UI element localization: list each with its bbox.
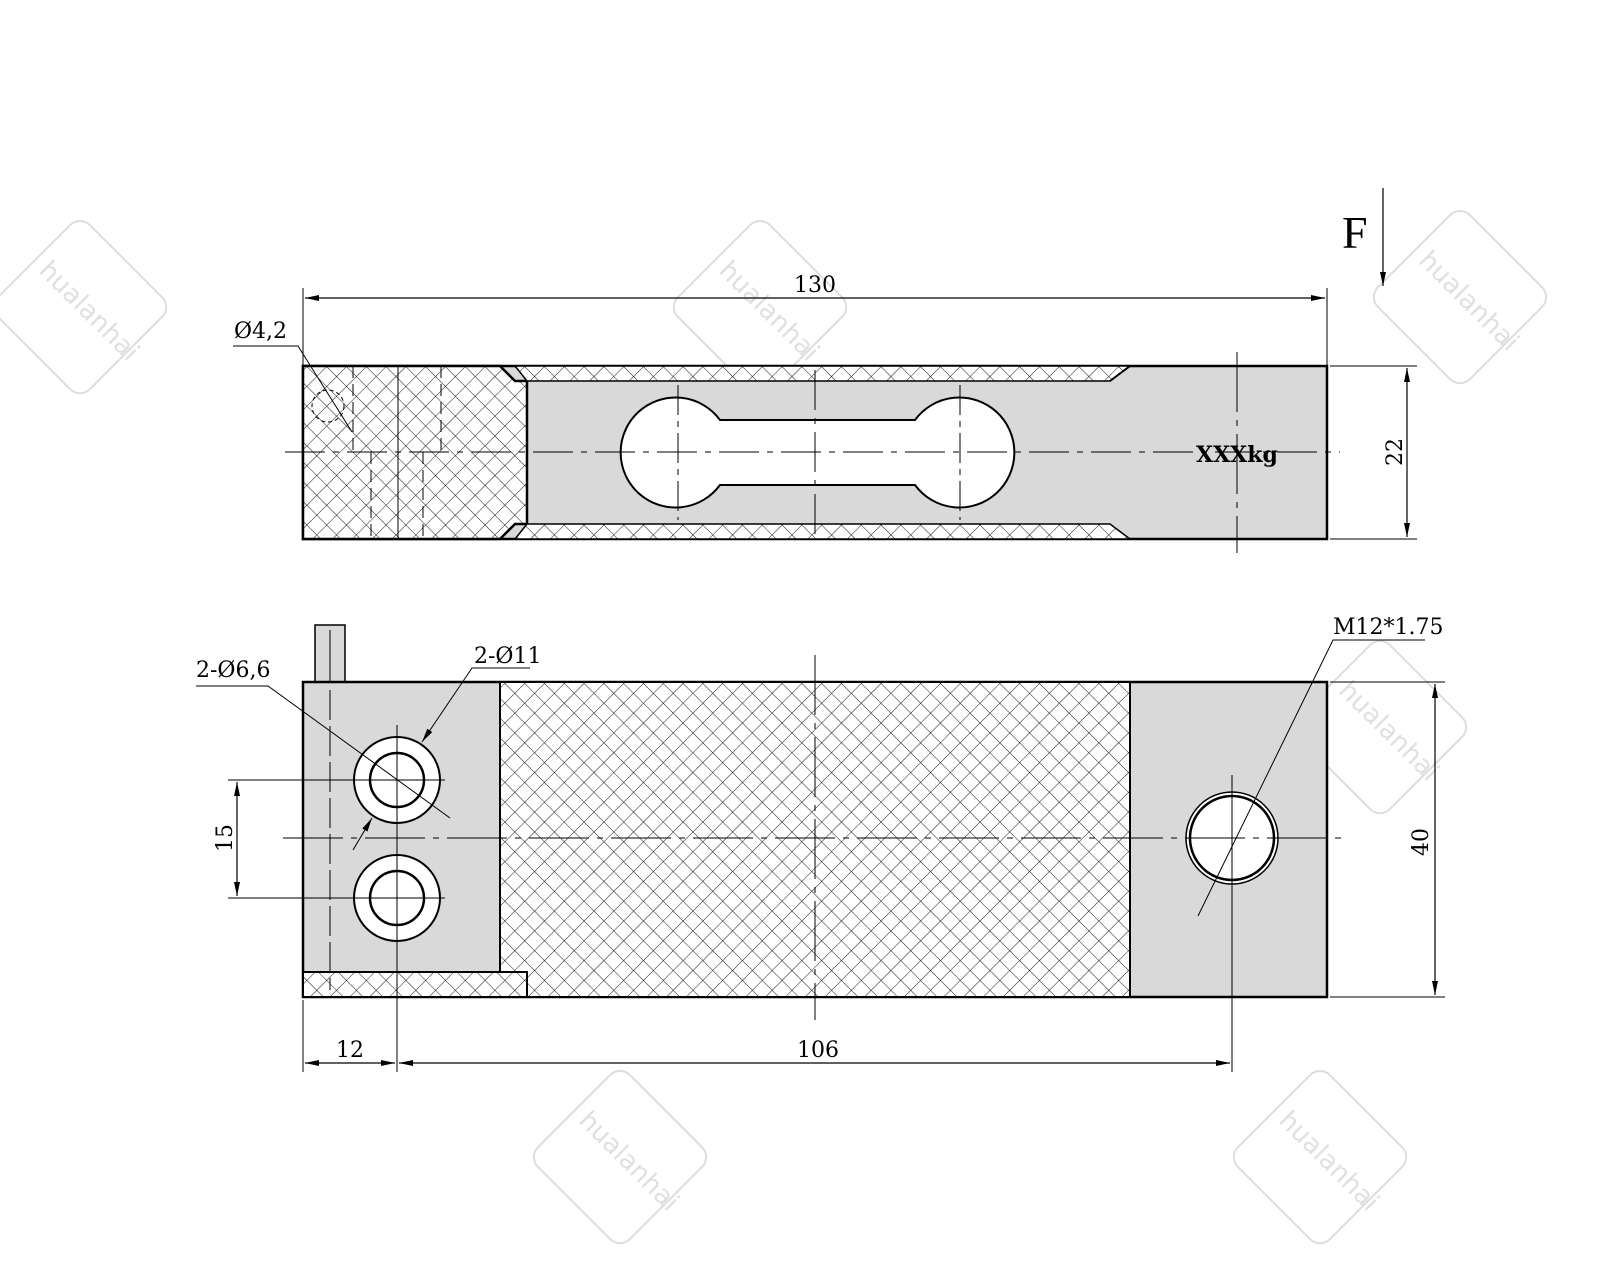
dim-hole-distance: 106 — [797, 1038, 839, 1063]
thread-label: M12*1.75 — [1333, 615, 1444, 640]
dim-length: 130 — [794, 273, 836, 298]
dim-hole-spacing: 15 — [213, 824, 238, 852]
dim-edge-offset: 12 — [336, 1038, 364, 1063]
svg-text:hualanhai: hualanhai — [1273, 1105, 1385, 1217]
capacity-label: XXXkg — [1196, 442, 1278, 468]
svg-text:hualanhai: hualanhai — [1333, 675, 1445, 787]
dim-height: 22 — [1383, 438, 1408, 466]
dim-width: 40 — [1409, 828, 1434, 856]
force-label: F — [1342, 207, 1368, 258]
svg-text:hualanhai: hualanhai — [1413, 245, 1525, 357]
counterbore-label: 2-Ø11 — [474, 644, 541, 669]
svg-text:hualanhai: hualanhai — [33, 255, 145, 367]
hole-label: Ø4,2 — [234, 319, 287, 344]
bottom-view — [196, 624, 1445, 1072]
top-view — [233, 188, 1417, 553]
small-hole — [311, 389, 345, 423]
svg-text:hualanhai: hualanhai — [573, 1105, 685, 1217]
mount-holes-label: 2-Ø6,6 — [196, 658, 270, 683]
